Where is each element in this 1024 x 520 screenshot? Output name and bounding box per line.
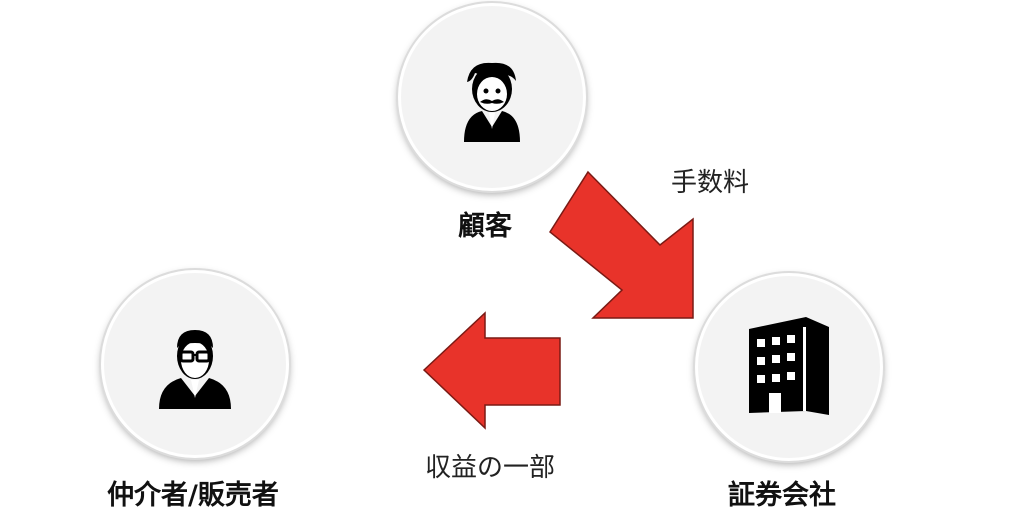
customer-label: 顧客 [458,211,512,242]
man-glasses-icon [159,330,231,409]
broker-label: 仲介者/販売者 [107,480,279,511]
fee-arrow [549,170,694,319]
broker-node [101,270,289,458]
company-node [695,273,883,461]
fee-label: 手数料 [670,168,750,198]
revenue-share-label: 収益の一部 [424,453,556,483]
businessman-mustache-icon [464,62,520,142]
customer-node [398,3,586,191]
company-label: 証券会社 [728,480,836,511]
revenue-share-arrow [422,311,561,430]
office-building-icon [749,317,829,415]
